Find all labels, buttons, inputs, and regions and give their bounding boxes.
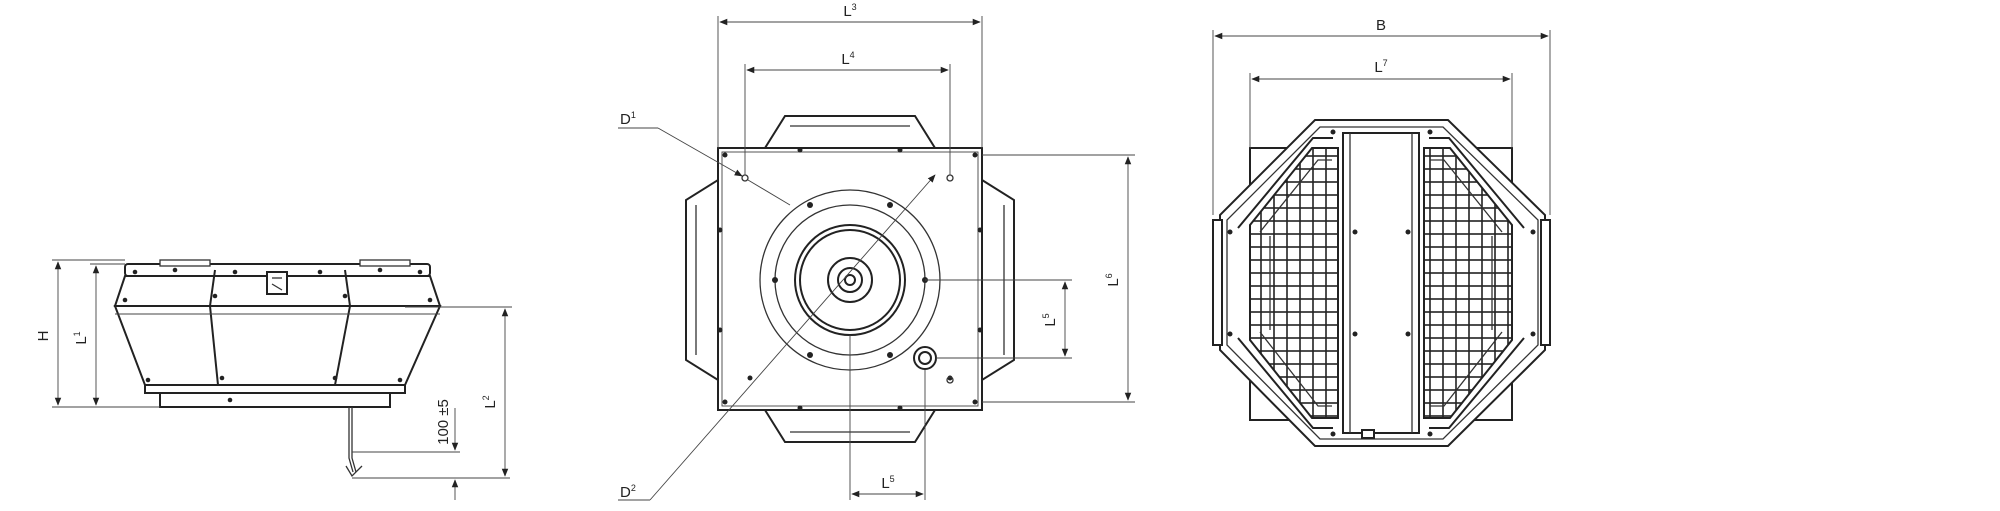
grille-junction (1361, 429, 1375, 439)
label-H: H (35, 331, 52, 342)
side-top-bump (359, 259, 411, 267)
side-base-flange (159, 392, 391, 408)
side-lower-body (113, 305, 442, 386)
top-hub (837, 267, 863, 293)
top-view: D2 D1 L3 L4 L6 L5 L5 (618, 2, 1135, 501)
label-L2: L2 (481, 395, 499, 408)
top-hub-outer (827, 257, 873, 303)
top-flap-left (685, 178, 719, 382)
label-L1: L1 (72, 331, 90, 344)
side-junction-box (266, 271, 288, 295)
grille-center-panel (1342, 132, 1420, 434)
leader-D1 (657, 127, 743, 177)
label-D2: D2 (620, 483, 636, 501)
leader-D1-ext (747, 179, 791, 206)
top-cable-gland-inner (918, 351, 932, 365)
label-L7: L7 (1374, 58, 1387, 76)
top-flap-top (763, 115, 937, 149)
side-seam (334, 305, 351, 386)
side-cable-end (345, 465, 363, 478)
top-hole (946, 376, 954, 384)
grille-outer-octagon-inner (1226, 126, 1539, 440)
label-L5-vertical: L5 (1041, 313, 1059, 326)
top-hub-center (844, 274, 856, 286)
grille-right (1423, 137, 1525, 429)
side-bolts (122, 267, 433, 403)
side-cable (348, 407, 354, 473)
side-seam (209, 269, 216, 307)
label-D1: D1 (620, 110, 636, 128)
side-top-bump (159, 259, 211, 267)
side-seam (209, 305, 219, 386)
grille-side-tab-right (1540, 219, 1551, 346)
side-view: H L1 100 ±5 L2 (35, 259, 512, 500)
label-L5-horizontal: L5 (881, 474, 894, 492)
grille-left (1237, 137, 1339, 429)
label-L4: L4 (841, 50, 854, 68)
side-cable (351, 407, 357, 473)
side-base-plate (144, 384, 406, 394)
side-seam (344, 269, 351, 307)
label-L3: L3 (843, 2, 856, 20)
grille-bolts (1227, 129, 1536, 437)
label-tolerance: 100 ±5 (435, 399, 452, 445)
top-fan-ring-inner (799, 229, 901, 331)
leader-D2 (649, 174, 936, 501)
side-junction-mark (271, 283, 283, 291)
grille-side-tab-left (1212, 219, 1223, 346)
grille-view: B L7 (1212, 17, 1551, 447)
top-bolts (717, 147, 983, 411)
label-L6: L6 (1104, 273, 1122, 286)
label-B: B (1376, 17, 1386, 34)
